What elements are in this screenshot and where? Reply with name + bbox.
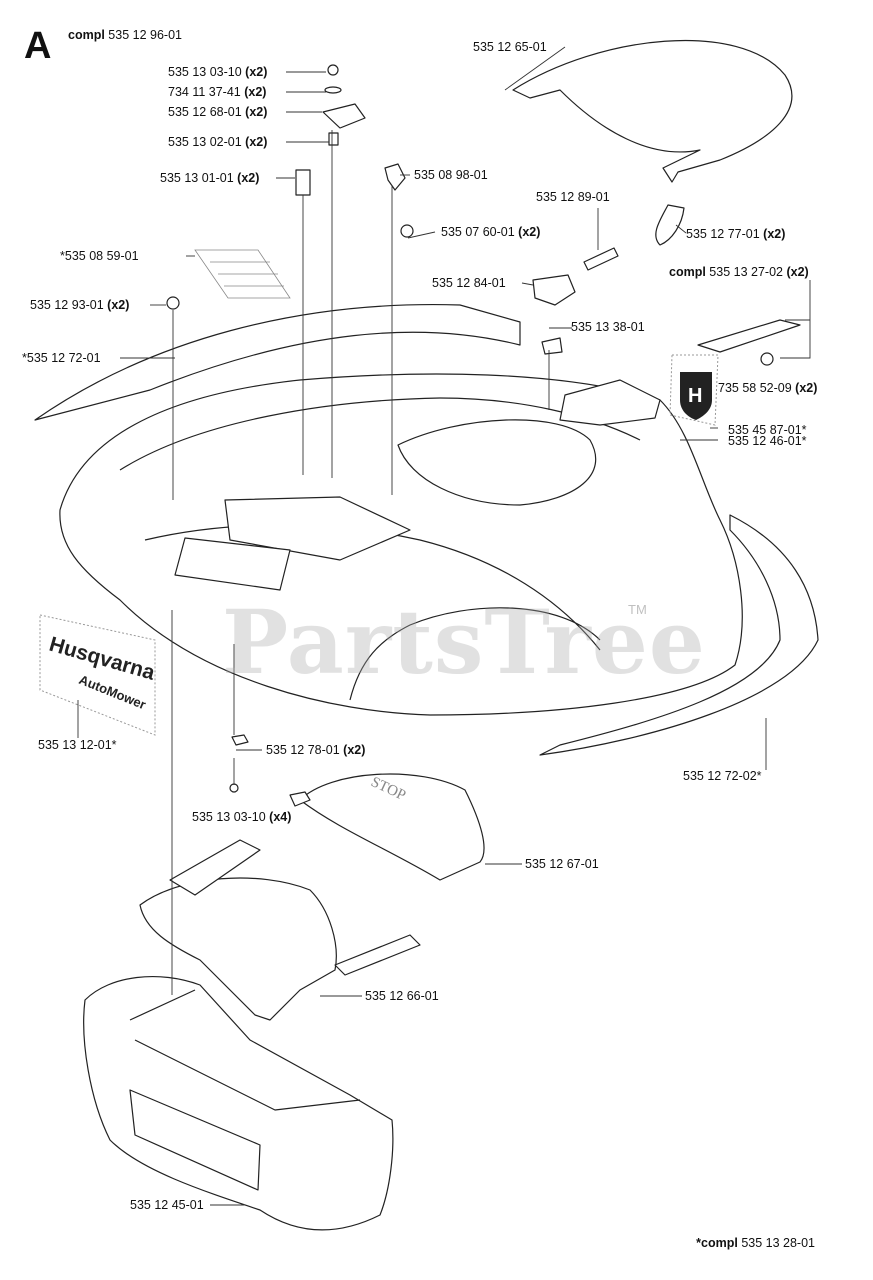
part-callout: 535 45 87-01* xyxy=(728,423,807,438)
assembly-header: compl 535 12 96-01 xyxy=(68,28,182,42)
callout-part-number: 535 12 65-01 xyxy=(473,40,547,54)
callout-part-number: 535 13 12-01* xyxy=(38,738,117,752)
assembly-part-number: 535 12 96-01 xyxy=(108,28,182,42)
part-callout: 535 12 67-01 xyxy=(525,857,599,872)
callout-part-number: 535 12 68-01 xyxy=(168,105,242,119)
callout-part-number: 535 12 84-01 xyxy=(432,276,506,290)
callout-part-number: *535 08 59-01 xyxy=(60,249,139,263)
part-callout: 535 13 12-01* xyxy=(38,738,117,753)
watermark-tm: TM xyxy=(628,602,647,617)
callout-quantity: (x2) xyxy=(244,85,267,99)
keypad-decal xyxy=(194,249,291,299)
part-callout: 535 12 72-02* xyxy=(683,769,762,784)
part-callout: compl 535 13 27-02 (x2) xyxy=(669,265,809,280)
callout-part-number: 734 11 37-41 xyxy=(168,85,241,99)
watermark: PartsTree xyxy=(222,590,706,694)
footer-note: *compl 535 13 28-01 xyxy=(696,1236,815,1250)
callout-quantity: (x4) xyxy=(269,810,292,824)
part-callout: 535 12 77-01 (x2) xyxy=(686,227,785,242)
callout-quantity: (x2) xyxy=(237,171,260,185)
part-callout: 535 12 84-01 xyxy=(432,276,506,291)
callout-quantity: (x2) xyxy=(245,105,268,119)
part-callout: 535 13 38-01 xyxy=(571,320,645,335)
part-callout: 535 12 89-01 xyxy=(536,190,610,205)
callout-part-number: 535 13 03-10 xyxy=(192,810,266,824)
callout-quantity: (x2) xyxy=(245,65,268,79)
callout-part-number: 535 13 02-01 xyxy=(168,135,242,149)
right-trim-strip xyxy=(539,514,819,756)
callout-part-number: 535 13 03-10 xyxy=(168,65,242,79)
callout-part-number: 535 45 87-01* xyxy=(728,423,807,437)
part-callout: 535 12 46-01* xyxy=(728,434,807,449)
part-callout: 535 13 02-01 (x2) xyxy=(168,135,267,150)
callout-part-number: 535 13 01-01 xyxy=(160,171,234,185)
part-callout: *535 08 59-01 xyxy=(60,249,139,264)
svg-text:H: H xyxy=(688,385,702,407)
callout-part-number: 735 58 52-09 xyxy=(718,381,792,395)
part-callout: 735 58 52-09 (x2) xyxy=(718,381,817,396)
part-callout: *535 12 72-01 xyxy=(22,351,101,366)
callout-quantity: (x2) xyxy=(786,265,809,279)
callout-part-number: 535 08 98-01 xyxy=(414,168,488,182)
automower-decal: Husqvarna AutoMower xyxy=(39,614,158,736)
callout-part-number: 535 12 46-01* xyxy=(728,434,807,448)
footer-compl-word: *compl xyxy=(696,1236,738,1250)
part-callout: 535 13 01-01 (x2) xyxy=(160,171,259,186)
part-callout: 535 12 66-01 xyxy=(365,989,439,1004)
callout-quantity: (x2) xyxy=(107,298,130,312)
callout-part-number: 535 12 67-01 xyxy=(525,857,599,871)
part-callout: 535 07 60-01 (x2) xyxy=(441,225,540,240)
callout-quantity: (x2) xyxy=(245,135,268,149)
part-callout: 535 12 65-01 xyxy=(473,40,547,55)
part-callout: 535 12 68-01 (x2) xyxy=(168,105,267,120)
callout-part-number: *535 12 72-01 xyxy=(22,351,101,365)
callout-part-number: 535 12 72-02* xyxy=(683,769,762,783)
part-callout: 535 13 03-10 (x4) xyxy=(192,810,291,825)
callout-part-number: 535 12 66-01 xyxy=(365,989,439,1003)
front-bumper xyxy=(83,976,394,1231)
compl-word: compl xyxy=(68,28,105,42)
part-callout: 734 11 37-41 (x2) xyxy=(168,85,266,100)
leader-lines xyxy=(77,46,811,1206)
part-callout: 535 12 93-01 (x2) xyxy=(30,298,129,313)
svg-text:Husqvarna: Husqvarna xyxy=(47,633,158,685)
callout-part-number: 535 12 93-01 xyxy=(30,298,104,312)
husqvarna-logo-decal: H xyxy=(669,354,719,426)
section-letter: A xyxy=(24,25,52,67)
stop-hatch-cover xyxy=(299,773,485,881)
top-lid-part xyxy=(512,39,793,183)
part-callout: 535 12 45-01 xyxy=(130,1198,204,1213)
callout-part-number: 535 12 77-01 xyxy=(686,227,760,241)
callout-quantity: (x2) xyxy=(343,743,366,757)
callout-part-number: 535 13 38-01 xyxy=(571,320,645,334)
part-callout: 535 13 03-10 (x2) xyxy=(168,65,267,80)
callout-part-number: 535 12 78-01 xyxy=(266,743,340,757)
part-callout: 535 08 98-01 xyxy=(414,168,488,183)
left-trim-strip xyxy=(34,303,521,421)
callout-prefix: compl xyxy=(669,265,706,279)
callout-part-number: 535 12 89-01 xyxy=(536,190,610,204)
callout-part-number: 535 13 27-02 xyxy=(709,265,783,279)
callout-quantity: (x2) xyxy=(763,227,786,241)
callout-quantity: (x2) xyxy=(795,381,818,395)
part-callout: 535 12 78-01 (x2) xyxy=(266,743,365,758)
lid-hinge-clip xyxy=(655,204,685,246)
callout-part-number: 535 12 45-01 xyxy=(130,1198,204,1212)
callout-quantity: (x2) xyxy=(518,225,541,239)
callout-part-number: 535 07 60-01 xyxy=(441,225,515,239)
footer-part-number: 535 13 28-01 xyxy=(741,1236,815,1250)
